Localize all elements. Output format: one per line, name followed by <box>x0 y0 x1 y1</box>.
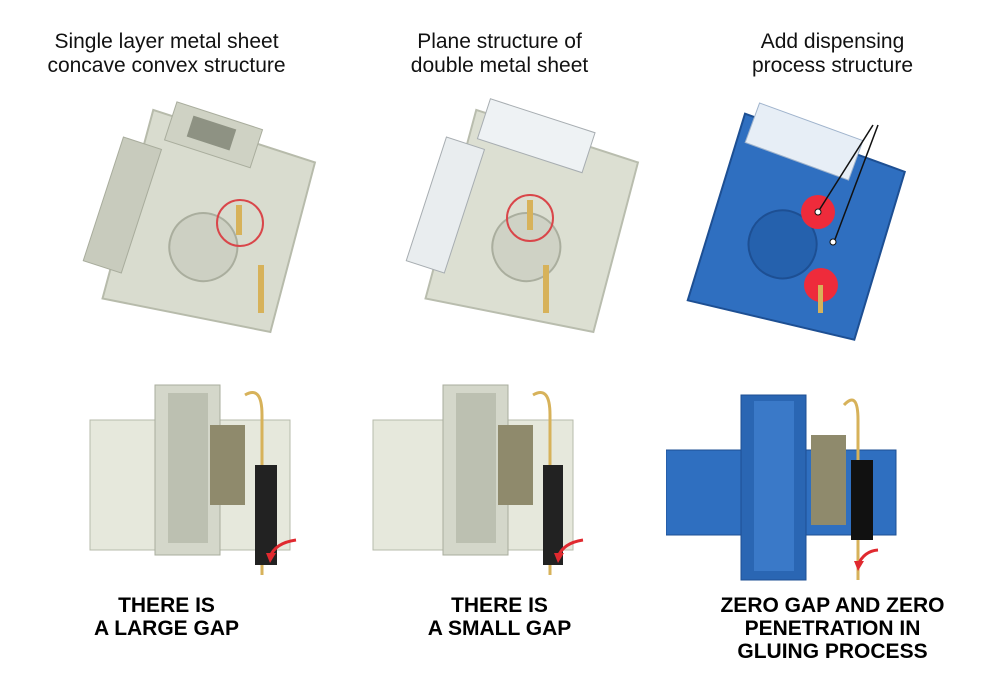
column-caption: THERE IS A LARGE GAP <box>0 594 333 640</box>
title-line-2: process structure <box>751 54 914 77</box>
highlight-circle <box>506 194 554 242</box>
column-double-layer: Plane structure of double metal sheet <box>333 0 666 681</box>
column-title: Add dispensing process structure <box>666 30 999 78</box>
caption-line-2: A SMALL GAP <box>427 617 572 640</box>
column-title: Plane structure of double metal sheet <box>333 30 666 78</box>
caption-line-2: PENETRATION IN <box>744 617 921 640</box>
column-single-layer: Single layer metal sheet concave convex … <box>0 0 333 681</box>
title-line-2: concave convex structure <box>47 54 286 77</box>
caption-line-2: A LARGE GAP <box>93 617 240 640</box>
caption-line-3: GLUING PROCESS <box>737 640 928 663</box>
switch-cross-section <box>0 375 333 590</box>
caption-line-1: THERE IS <box>451 594 548 617</box>
switch-cross-section <box>666 375 999 590</box>
switch-top-view <box>0 95 333 360</box>
title-line-1: Add dispensing <box>760 30 905 53</box>
column-caption: THERE IS A SMALL GAP <box>333 594 666 640</box>
column-title: Single layer metal sheet concave convex … <box>0 30 333 78</box>
title-line-1: Single layer metal sheet <box>54 30 279 53</box>
column-caption: ZERO GAP AND ZERO PENETRATION IN GLUING … <box>666 594 999 663</box>
title-line-2: double metal sheet <box>410 54 589 77</box>
switch-top-view <box>666 95 999 360</box>
title-line-1: Plane structure of <box>417 30 582 53</box>
switch-top-view <box>333 95 666 360</box>
highlight-circle <box>216 199 264 247</box>
switch-cross-section <box>333 375 666 590</box>
caption-line-1: ZERO GAP AND ZERO <box>720 594 945 617</box>
column-dispensing: Add dispensing process structure <box>666 0 999 681</box>
caption-line-1: THERE IS <box>118 594 215 617</box>
